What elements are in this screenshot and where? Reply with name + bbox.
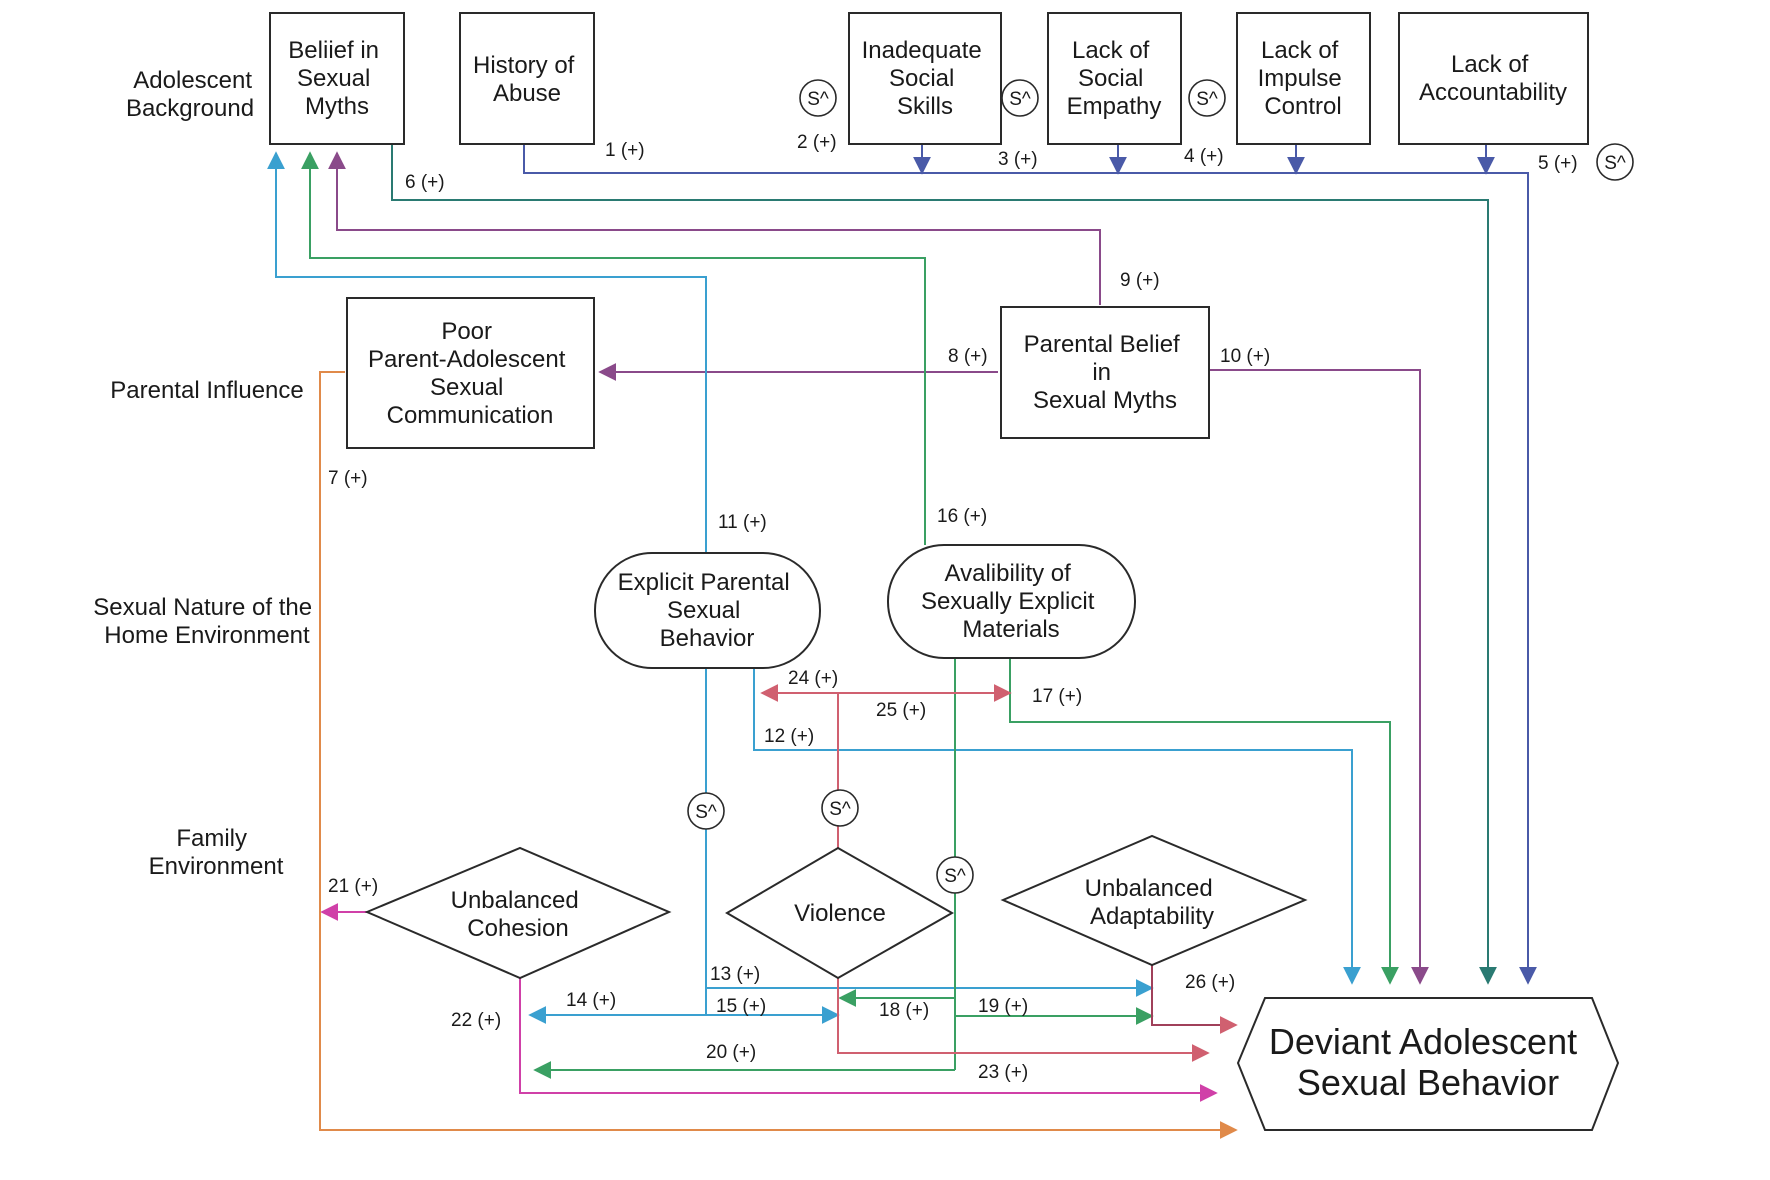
svg-text:Explicit Parental Sexual: Explicit Parental Sexual Behavior xyxy=(618,569,797,652)
path-10-line xyxy=(1206,369,1429,985)
path-7-line xyxy=(319,371,1238,1139)
path-label-23: 23 (+) xyxy=(978,1062,1028,1083)
path-26-line xyxy=(1151,965,1238,1034)
node-unbalanced-adaptability: Unbalanced Adaptability xyxy=(1000,834,1308,967)
node-explicit-parental-behavior: Explicit Parental Sexual Behavior xyxy=(594,552,821,669)
path-6-line xyxy=(391,145,1497,985)
svg-text:Beliief in Sexual: Beliief in Sexual Myths xyxy=(288,37,385,120)
path-label-13: 13 (+) xyxy=(710,964,760,985)
s-marker-inadequate-social-skills: S^ xyxy=(799,79,837,117)
node-explicit-materials: Avalibility of Sexually Explicit Materia… xyxy=(887,544,1136,659)
svg-text:Unbalanced Cohesion: Unbalanced Cohesion xyxy=(451,887,586,942)
node-violence: Violence xyxy=(725,846,955,980)
path-label-17: 17 (+) xyxy=(1032,686,1082,707)
svg-text:S^: S^ xyxy=(1196,89,1218,110)
node-lack-accountability: Lack of Accountability xyxy=(1398,12,1589,145)
row-label-sexual-nature: Sexual Nature of the Home Environment xyxy=(93,594,318,649)
svg-text:S^: S^ xyxy=(807,89,829,110)
s-markers: S^ S^ S^ S^ S^ S^ S^ xyxy=(687,79,1634,894)
path-16-line xyxy=(301,151,926,545)
row-labels: Adolescent Background Parental Influence… xyxy=(93,67,318,880)
path-label-6: 6 (+) xyxy=(405,172,445,193)
path-label-20: 20 (+) xyxy=(706,1042,756,1063)
path-label-3: 3 (+) xyxy=(998,149,1038,170)
path-label-7: 7 (+) xyxy=(328,468,368,489)
svg-text:Deviant Adolescent Sexua: Deviant Adolescent Sexual Behavior xyxy=(1269,1021,1587,1103)
svg-text:Violence: Violence xyxy=(794,900,886,927)
s-marker-lack-accountability: S^ xyxy=(1596,143,1634,181)
path-labels: 1 (+) 2 (+) 3 (+) 4 (+) 5 (+) 6 (+) 7 (+… xyxy=(328,132,1578,1083)
path-22-line xyxy=(519,978,1218,1102)
row-label-adolescent-background: Adolescent Background xyxy=(126,67,259,122)
node-history-of-abuse: History of Abuse xyxy=(459,12,595,145)
path-label-11: 11 (+) xyxy=(718,512,767,533)
path-label-5: 5 (+) xyxy=(1538,153,1578,174)
svg-text:History of Abuse: History of Abuse xyxy=(473,52,581,107)
path-11-line xyxy=(267,151,707,553)
svg-text:S^: S^ xyxy=(944,866,966,887)
svg-text:Inadequate Social: Inadequate Social Skills xyxy=(862,37,989,120)
s-marker-lack-social-empathy: S^ xyxy=(1001,79,1039,117)
node-poor-communication: Poor Parent-Adolescent Sexual Communicat… xyxy=(346,297,595,449)
svg-text:Unbalanced Adaptability: Unbalanced Adaptability xyxy=(1085,875,1220,930)
svg-text:S^: S^ xyxy=(829,799,851,820)
path-label-1: 1 (+) xyxy=(605,140,645,161)
svg-text:Avalibility of Sexually: Avalibility of Sexually Explicit Materia… xyxy=(921,560,1101,643)
node-inadequate-social-skills: Inadequate Social Skills xyxy=(848,12,1002,145)
path-label-22: 22 (+) xyxy=(451,1010,501,1031)
svg-text:S^: S^ xyxy=(695,802,717,823)
svg-text:Lack of Social Emp: Lack of Social Empathy xyxy=(1067,37,1162,120)
path-label-25: 25 (+) xyxy=(876,700,926,721)
svg-text:Lack of Accountability: Lack of Accountability xyxy=(1419,51,1567,106)
s-marker-lack-impulse-control: S^ xyxy=(1188,79,1226,117)
node-lack-social-empathy: Lack of Social Empathy xyxy=(1047,12,1182,145)
path-23-line xyxy=(837,978,1210,1062)
svg-text:S^: S^ xyxy=(1009,89,1031,110)
svg-text:S^: S^ xyxy=(1604,153,1626,174)
path-label-2: 2 (+) xyxy=(797,132,837,153)
path-label-16: 16 (+) xyxy=(937,506,987,527)
s-marker-explicit-parental: S^ xyxy=(687,792,725,830)
path-12-line xyxy=(753,668,1361,985)
s-marker-violence: S^ xyxy=(821,789,859,827)
row-label-family-environment: Family Environment xyxy=(149,825,284,880)
svg-text:Poor Parent-Adolescent: Poor Parent-Adolescent Sexual Communicat… xyxy=(368,318,572,429)
path-label-24: 24 (+) xyxy=(788,668,838,689)
connectors xyxy=(267,143,1537,1139)
svg-text:Parental Belief in: Parental Belief in Sexual Myths xyxy=(1024,331,1187,414)
path-label-4: 4 (+) xyxy=(1184,146,1224,167)
path-label-12: 12 (+) xyxy=(764,726,814,747)
path-9-line xyxy=(328,151,1101,305)
path-label-18: 18 (+) xyxy=(879,1000,929,1021)
svg-text:Lack of Impulse Co: Lack of Impulse Control xyxy=(1258,37,1349,120)
path-label-8: 8 (+) xyxy=(948,346,988,367)
node-unbalanced-cohesion: Unbalanced Cohesion xyxy=(364,846,672,980)
node-belief-sexual-myths: Beliief in Sexual Myths xyxy=(269,12,405,145)
path-label-14: 14 (+) xyxy=(566,990,616,1011)
s-marker-materials: S^ xyxy=(936,856,974,894)
path-label-10: 10 (+) xyxy=(1220,346,1270,367)
path-label-21: 21 (+) xyxy=(328,876,378,897)
node-deviant-behavior: Deviant Adolescent Sexual Behavior xyxy=(1236,997,1620,1131)
node-lack-impulse-control: Lack of Impulse Control xyxy=(1236,12,1371,145)
path-label-9: 9 (+) xyxy=(1120,270,1160,291)
path-label-15: 15 (+) xyxy=(716,996,766,1017)
node-parental-belief: Parental Belief in Sexual Myths xyxy=(1000,306,1210,439)
path-1-line xyxy=(523,143,1537,985)
path-label-26: 26 (+) xyxy=(1185,972,1235,993)
path-label-19: 19 (+) xyxy=(978,996,1028,1017)
row-label-parental-influence: Parental Influence xyxy=(110,377,303,404)
